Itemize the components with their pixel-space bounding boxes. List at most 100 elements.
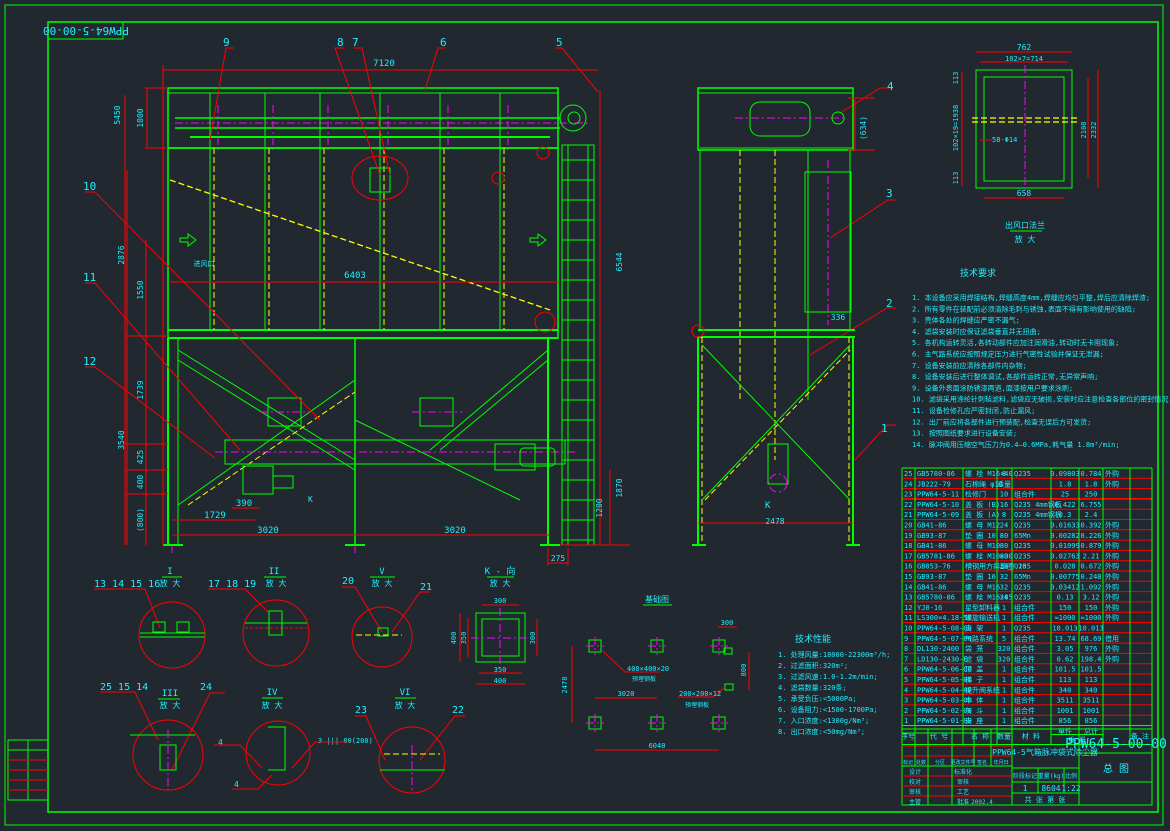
rev-header: 年月日 [993, 759, 1008, 766]
bom-cell: GB41-86 [917, 542, 947, 550]
bom-cell: 24 [1000, 563, 1008, 571]
bom-cell: PPW64-5-07-00 [917, 635, 972, 643]
bom-cell: DL130-2400 [917, 645, 959, 653]
bom-cell: 6 [904, 666, 908, 674]
foundation-plan: 基础图 2478 3020 6040 300 800 400×400×20 预埋… [561, 594, 750, 751]
tech-req-title: 技术要求 [960, 267, 996, 279]
bom-cell: 组合件 [1014, 685, 1035, 694]
bom-cell: 袋 笼 [965, 644, 983, 653]
bom-cell: 盖 板 (A) [965, 510, 1000, 519]
drawing-code: PPW64-5-00-00 [1065, 737, 1167, 752]
bom-cell: 17 [904, 552, 912, 560]
bom-cell: 250 [1085, 491, 1098, 499]
drawing-title: 总 图 [1103, 762, 1129, 775]
rotated-code-box [47, 21, 124, 40]
tech-perf-item: 3. 过滤风速:1.0-1.2m/min; [778, 672, 878, 681]
dim-flange-bottom: 113 [952, 172, 960, 185]
bom-cell: 1 [904, 717, 908, 725]
bom-cell: 螺 母 M16 [965, 582, 1000, 591]
bom-cell: 螺 母 M12 [965, 521, 1000, 530]
tech-req-item: 8. 设备安装后进行整体调试,各部件运转正常,无异常声响; [912, 372, 1098, 381]
tech-perf-item: 8. 出口浓度:<50mg/Nm³; [778, 727, 865, 736]
callout-11: 11 [83, 271, 96, 284]
rev-header: 标记 [903, 759, 913, 766]
bom-cell: PPW64-5-11 [917, 491, 959, 499]
bom-cell: 外购 [1105, 521, 1119, 530]
bom-cell: 本 体 [965, 696, 983, 705]
bom-cell: 外购 [1105, 479, 1119, 488]
flange-detail: 762 102×7=714 658 113 102×19=1938 113 21… [952, 43, 1099, 244]
bom-cell: 垫 圈 16 [965, 572, 996, 581]
bom-cell: 适量 [997, 479, 1011, 488]
bom-cell: 1 [1002, 707, 1006, 715]
sign-cell: 审核 [909, 788, 921, 796]
foundation-title: 基础图 [645, 594, 669, 604]
bom-cell: 80 [1000, 542, 1008, 550]
tech-perf-item: 1. 处理风量:18000-22300m³/h; [778, 650, 890, 659]
tech-req-item: 2. 所有零件在装配前必须清除毛刺与锈蚀,表面不得有影响使用的缺陷; [912, 304, 1136, 313]
bom-cell: 24 [1000, 594, 1008, 602]
bom-cell: 16 [904, 563, 912, 571]
bom-cell: Q235 4mm钢板 [1014, 500, 1062, 509]
front-view [163, 87, 595, 546]
bom-cell: 检修门 [965, 490, 986, 499]
bom-cell: Q235 [1014, 594, 1031, 602]
bom-cell: LS300×4.18-50 [917, 614, 972, 622]
bom-cell: 0.00775 [1050, 573, 1080, 581]
bom-cell: 石棉绳 φ10 [965, 479, 1003, 488]
detail-iii-callout-24: 24 [200, 682, 212, 693]
callout-leaders [85, 47, 896, 461]
bom-cell: Q235 [1014, 583, 1031, 591]
bom-cell: 1.092 [1080, 583, 1101, 591]
dim-total-left: 5450 [113, 105, 122, 124]
dim-h-base: (800) [136, 508, 145, 532]
bom-cell: 组合件 [1014, 644, 1035, 653]
bom-cell: 外购 [1105, 603, 1119, 612]
dim-bay2: 3020 [444, 526, 466, 536]
dim-h-hopper: 1739 [136, 380, 145, 399]
bom-cell: 组合件 [1014, 716, 1035, 725]
detail-vi-callout-23: 23 [355, 705, 367, 716]
tech-perf-item: 4. 滤袋数量:320条; [778, 683, 847, 692]
bom-cell: 10 [1000, 491, 1008, 499]
bom-cell: 0.784 [1080, 470, 1101, 478]
side-marker-k: K [765, 501, 771, 511]
plate1-spec: 400×400×20 [627, 665, 669, 673]
bom-cell: 0.3 [1059, 511, 1072, 519]
k-dim-bottom-outer: 400 [494, 677, 507, 685]
dim-top-height: 1000 [136, 108, 145, 127]
bom-cell: 80 [1000, 532, 1008, 540]
bom-cell: 9 [904, 635, 908, 643]
callout-5: 5 [556, 36, 563, 49]
callout-9: 9 [223, 36, 230, 49]
bom-cell: 0.01099 [1050, 542, 1080, 550]
weight-value: 8604 [1041, 784, 1060, 793]
k-dim-left-outer: 400 [450, 632, 458, 645]
bom-cell: 856 [1059, 717, 1072, 725]
bom-cell: 借用 [1105, 634, 1119, 643]
bom-cell: 滤 袋 [965, 654, 983, 663]
bom-cell: 0.01633 [1050, 522, 1080, 530]
sign-cell: 标准化 [954, 768, 972, 776]
bom-cell: PPW64-5-05-00 [917, 676, 972, 684]
bom-cell: Q235 [1014, 563, 1031, 571]
bom-cell: 1001 [1057, 707, 1074, 715]
tech-requirements: 技术要求 1. 本设备应采用焊接结构,焊缝高度4mm,焊缝应均匀平整,焊后应清除… [912, 267, 1170, 449]
marker-k: K [308, 495, 313, 504]
bom-cell: 20 [904, 522, 912, 530]
bom-cell: 1001 [1083, 707, 1100, 715]
bom-cell: 垫 圈 10 [965, 531, 996, 540]
callout-1: 1 [881, 422, 888, 435]
tech-perf-item: 7. 入口浓度:<1300g/Nm³; [778, 716, 869, 725]
dim-1729: 1729 [204, 511, 226, 521]
detail-ii-callouts: 17 18 19 [208, 579, 256, 590]
foundation-pitch: 3020 [618, 690, 635, 698]
